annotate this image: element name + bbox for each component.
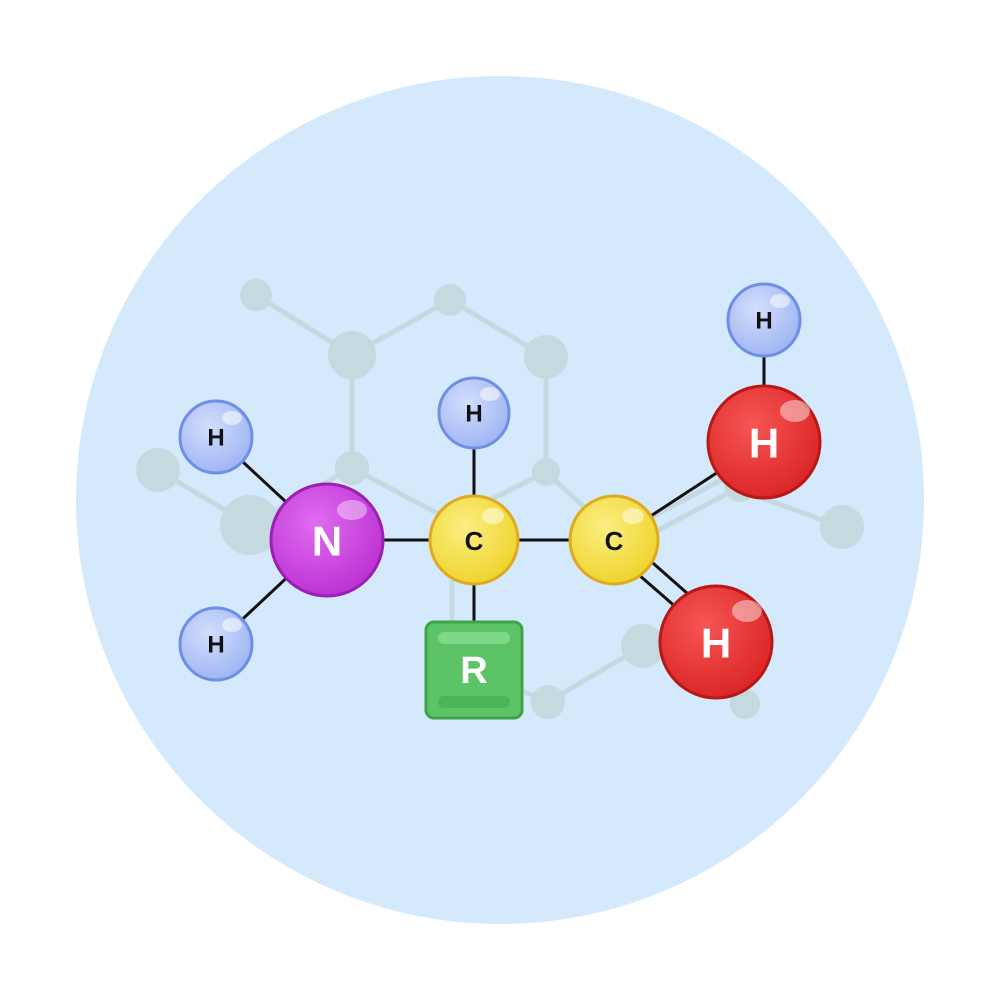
- atom-label: H: [207, 425, 224, 452]
- atom-h-amine-top: H: [178, 399, 254, 475]
- atom-h-hydroxyl: H: [726, 282, 802, 358]
- atom-red-lower: H: [658, 584, 774, 700]
- atom-carbon-carboxyl: C: [568, 494, 660, 586]
- r-group: R: [424, 620, 524, 720]
- atom-red-upper: H: [706, 384, 822, 500]
- atom-label: C: [465, 526, 484, 556]
- atom-label: H: [465, 401, 482, 428]
- background-circle: [76, 76, 924, 924]
- atom-h-amine-bottom: H: [178, 606, 254, 682]
- atom-nitrogen: N: [269, 482, 385, 598]
- atom-label: R: [460, 650, 487, 692]
- atom-carbon-alpha: C: [428, 494, 520, 586]
- atom-h-alpha: H: [437, 376, 511, 450]
- atom-label: H: [701, 620, 731, 667]
- atom-label: H: [207, 632, 224, 659]
- atom-label: H: [749, 420, 779, 467]
- atom-label: C: [605, 526, 624, 556]
- atom-label: N: [312, 518, 342, 565]
- atom-label: H: [755, 308, 772, 335]
